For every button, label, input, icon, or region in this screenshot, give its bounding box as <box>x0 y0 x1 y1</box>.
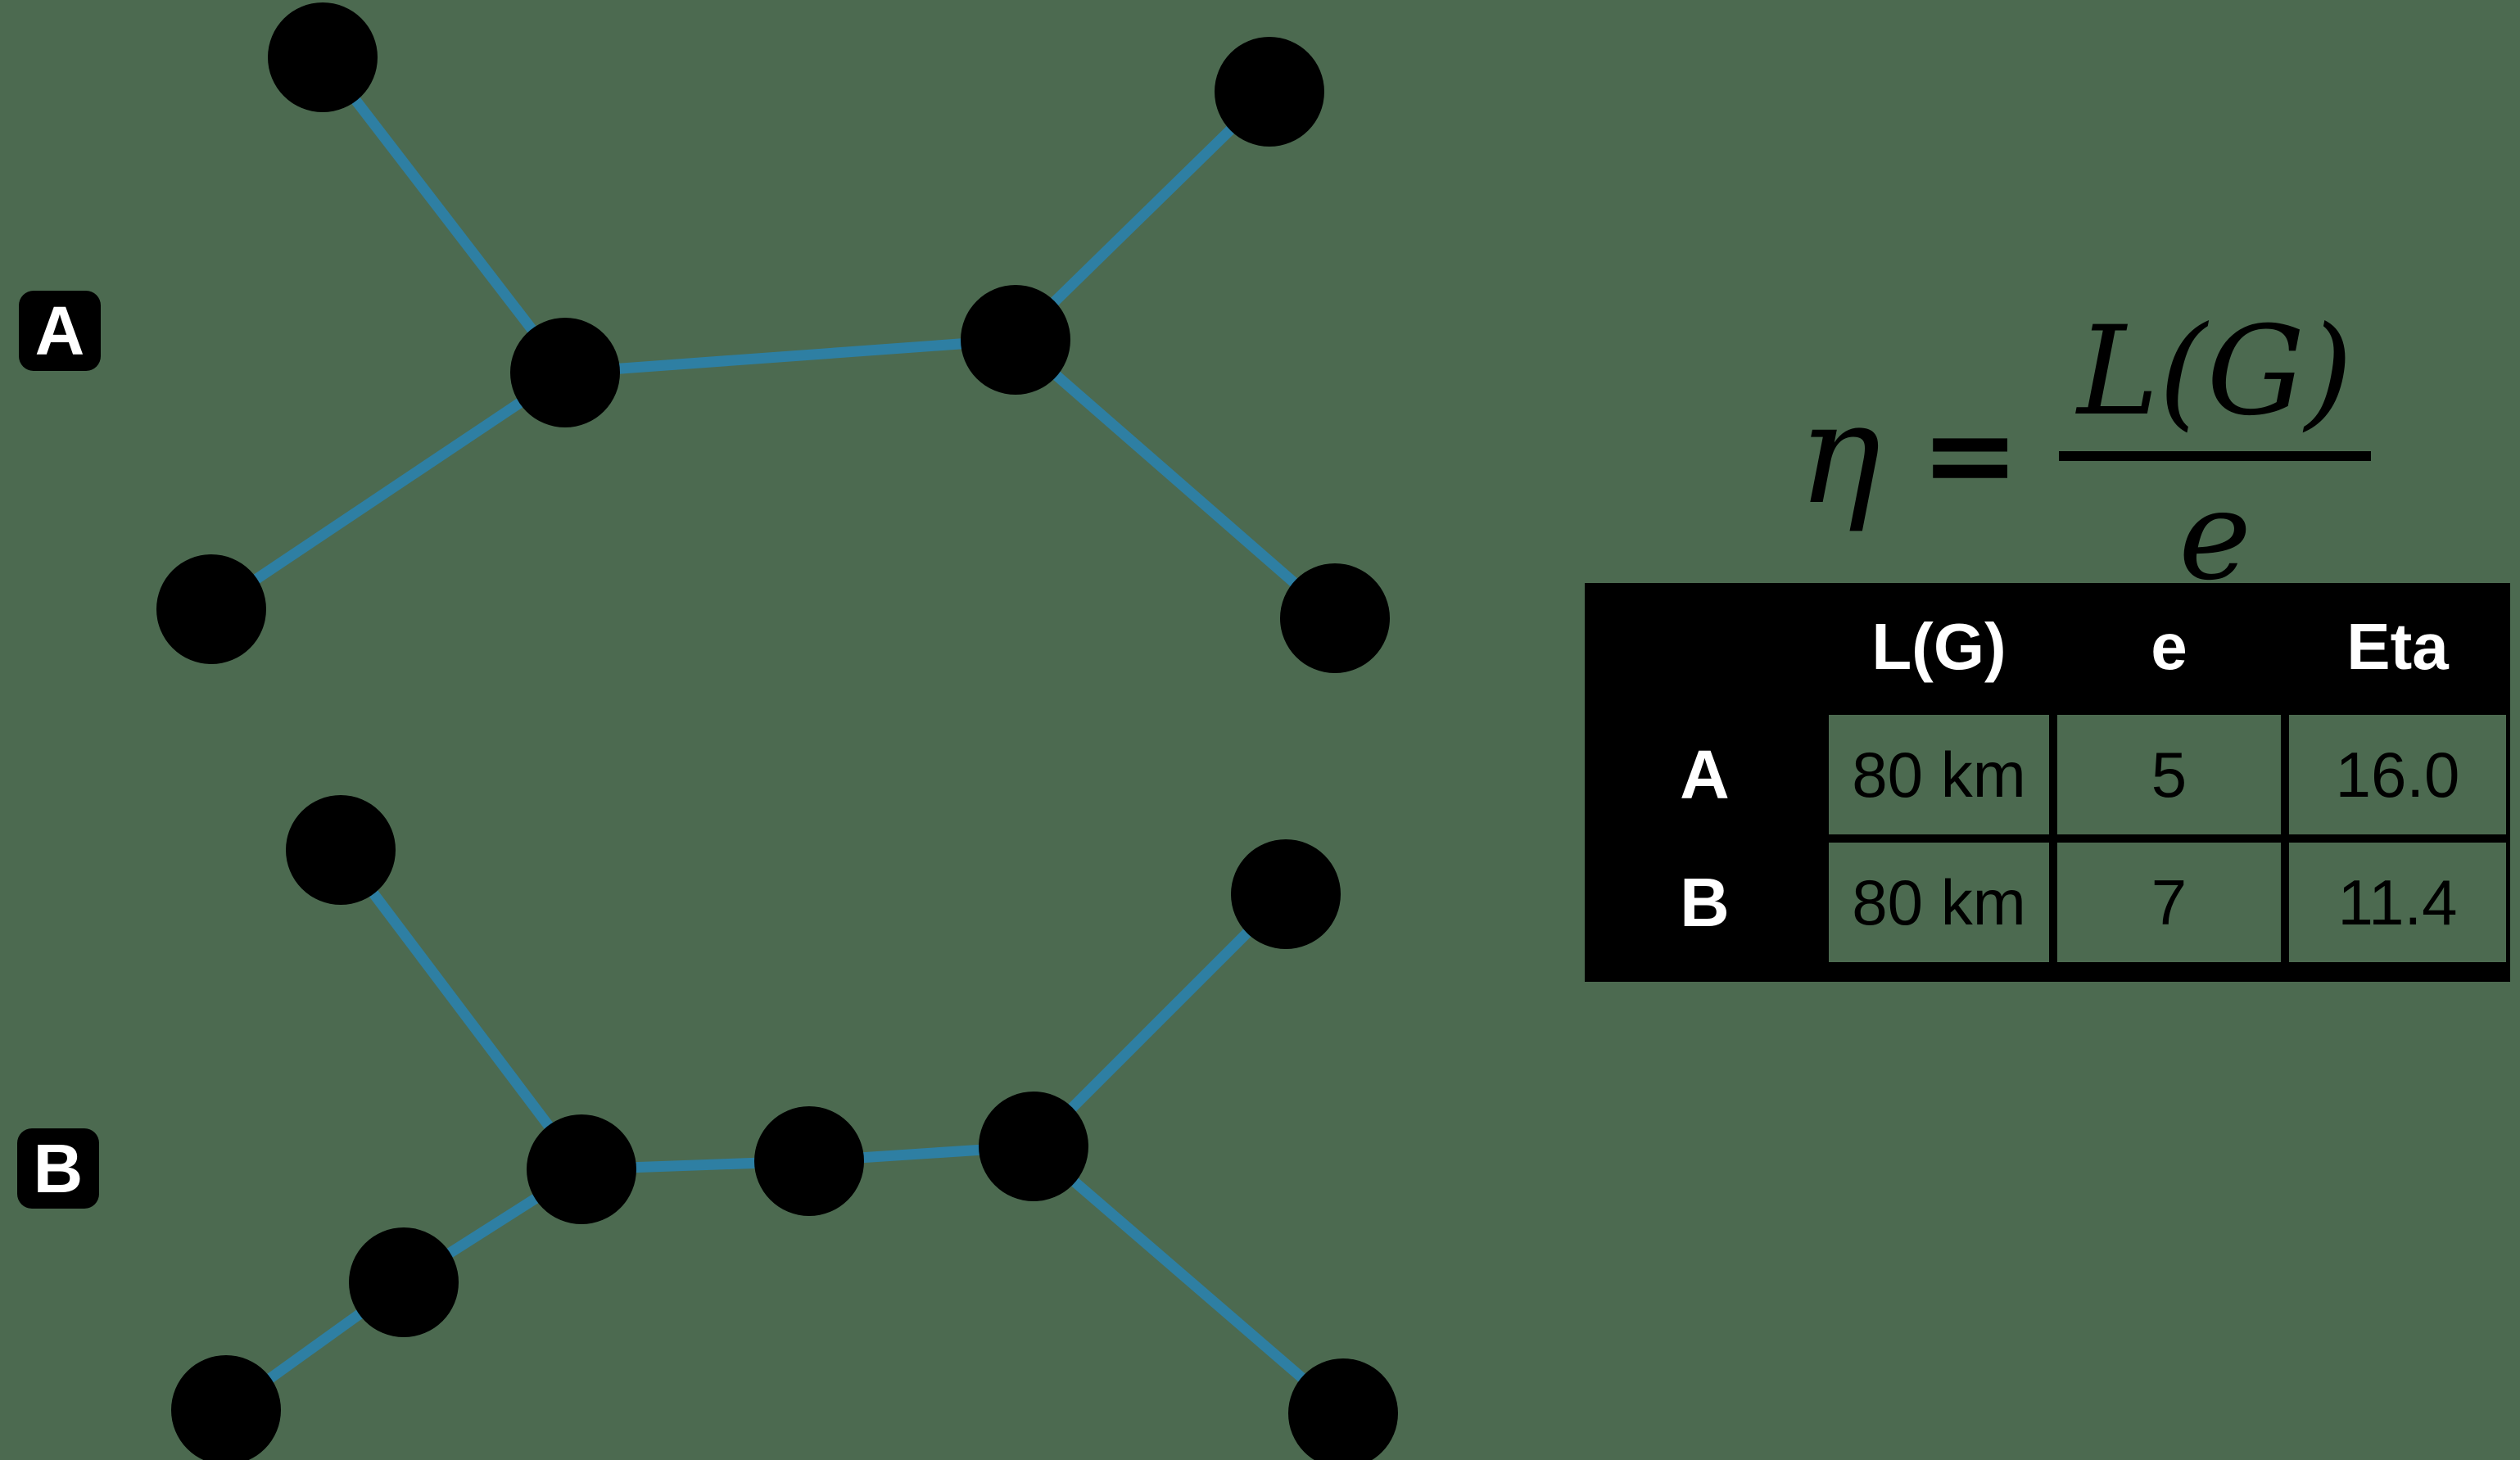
table-row-b-label: B <box>1585 838 1825 966</box>
graph-a-edge <box>208 368 568 614</box>
table-header-eta: Eta <box>2285 583 2510 711</box>
graph-a-node <box>510 318 620 427</box>
graph-a-edge <box>564 334 1016 378</box>
graph-b-edge <box>1029 1142 1347 1417</box>
graph-a-badge-label: A <box>34 292 85 369</box>
table-row-a-e: 5 <box>2053 711 2285 838</box>
graph-b-edge <box>1029 890 1290 1150</box>
formula-numerator: L(G) <box>2059 305 2371 461</box>
graph-b-node <box>1288 1358 1398 1460</box>
graph-a-node <box>268 2 378 112</box>
formula-fraction: L(G) e <box>2059 305 2371 608</box>
graph-b-node <box>286 795 396 905</box>
eta-formula: η = L(G) e <box>1798 305 2371 604</box>
graph-b-node <box>754 1106 864 1216</box>
table-row-b-lg: 80 km <box>1825 838 2053 966</box>
table-corner-cell <box>1585 583 1825 711</box>
graph-a-edge <box>318 54 570 376</box>
graph-b-node <box>349 1227 459 1337</box>
graph-b-node <box>1231 839 1341 949</box>
formula-equals-sign: = <box>1920 384 2020 524</box>
graph-a-badge: A <box>19 291 101 371</box>
formula-denominator: e <box>2178 465 2251 608</box>
graph-b-node <box>979 1092 1088 1201</box>
graph-b-node <box>527 1114 636 1224</box>
table-row-a-lg: 80 km <box>1825 711 2053 838</box>
graph-a-node <box>1215 37 1324 147</box>
graph-b-badge-label: B <box>33 1129 84 1207</box>
table-row-b-eta: 11.4 <box>2285 838 2510 966</box>
table-header-lg: L(G) <box>1825 583 2053 711</box>
table-row-a-eta: 16.0 <box>2285 711 2510 838</box>
graph-b-node <box>171 1355 281 1460</box>
graph-a-edge <box>1011 88 1274 344</box>
formula-eta-symbol: η <box>1798 373 1881 536</box>
eta-table: L(G) e Eta A 80 km 5 16.0 B 80 km 7 11.4 <box>1585 583 2510 982</box>
table-row-a-label: A <box>1585 711 1825 838</box>
graph-a-node <box>961 285 1070 395</box>
graph-a-edge <box>1011 336 1339 622</box>
graph-b-badge: B <box>17 1128 99 1209</box>
graph-a-node <box>1280 563 1390 673</box>
table-row-b-e: 7 <box>2053 838 2285 966</box>
graph-b-edge <box>336 847 586 1173</box>
graph-a-node <box>156 554 266 664</box>
table-header-e: e <box>2053 583 2285 711</box>
